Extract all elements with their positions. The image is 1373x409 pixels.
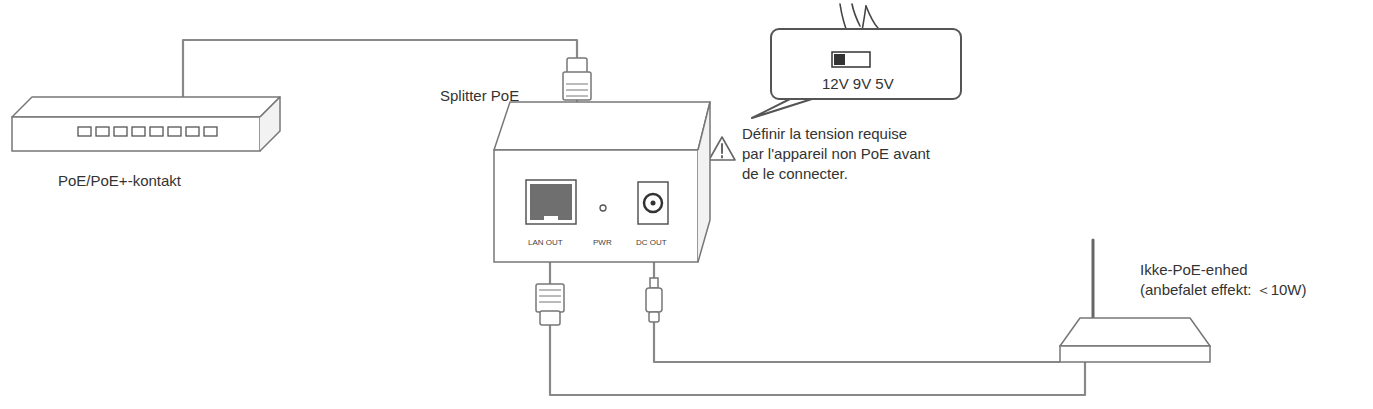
switch-port [204, 127, 217, 136]
splitter-front [494, 150, 698, 262]
non-poe-router: Ikke-PoE-enhed (anbefalet effekt: ＜10W) [1058, 316, 1212, 376]
node-shape [1058, 316, 1212, 376]
switch-port [186, 127, 199, 136]
switch-port [78, 127, 91, 136]
splitter-top [494, 102, 710, 150]
switch-port [150, 127, 163, 136]
switch-top [12, 97, 280, 117]
router-top [1060, 318, 1210, 346]
note-text: Définir la tension requise par l'apparei… [742, 124, 932, 184]
cable [550, 262, 1085, 395]
node-label: PoE/PoE+-kontakt [58, 171, 181, 191]
port-label: LAN OUT [528, 236, 563, 249]
port-label: DC OUT [636, 236, 667, 249]
lan-port [526, 180, 576, 224]
dc-jack [638, 182, 668, 224]
slide-knob [834, 54, 845, 65]
dc-jack-hole [644, 194, 662, 212]
callout-box [771, 29, 961, 99]
splitter-side [698, 102, 710, 262]
node-shape [10, 95, 282, 153]
switch-port [96, 127, 109, 136]
lan-port-inner [530, 184, 572, 220]
router-front [1060, 346, 1210, 362]
switch-port [168, 127, 181, 136]
slide-switch [832, 52, 870, 67]
node-label: Splitter PoE [440, 86, 519, 106]
rj45-plug [536, 284, 564, 325]
node-label: 12V 9V 5V [822, 74, 894, 94]
rj45-plug [563, 58, 591, 100]
poe-switch: PoE/PoE+-kontakt [10, 95, 282, 153]
node-label: Ikke-PoE-enhed (anbefalet effekt: ＜10W) [1140, 260, 1310, 300]
voltage-callout: 12V 9V 5V [770, 28, 962, 100]
callout-tail [752, 99, 812, 118]
port-label: PWR [593, 236, 612, 249]
poe-splitter: Splitter PoELAN OUTPWRDC OUT [490, 100, 712, 266]
switch-side [260, 97, 280, 151]
switch-port [132, 127, 145, 136]
dc-jack-pin [651, 201, 656, 206]
lan-port-tab [544, 216, 558, 222]
switch-front [12, 117, 260, 151]
warning-icon [709, 137, 735, 160]
pwr-led [600, 205, 606, 211]
dc-plug [646, 278, 662, 322]
antenna [1092, 240, 1095, 318]
cable [654, 262, 1060, 362]
switch-port [114, 127, 127, 136]
